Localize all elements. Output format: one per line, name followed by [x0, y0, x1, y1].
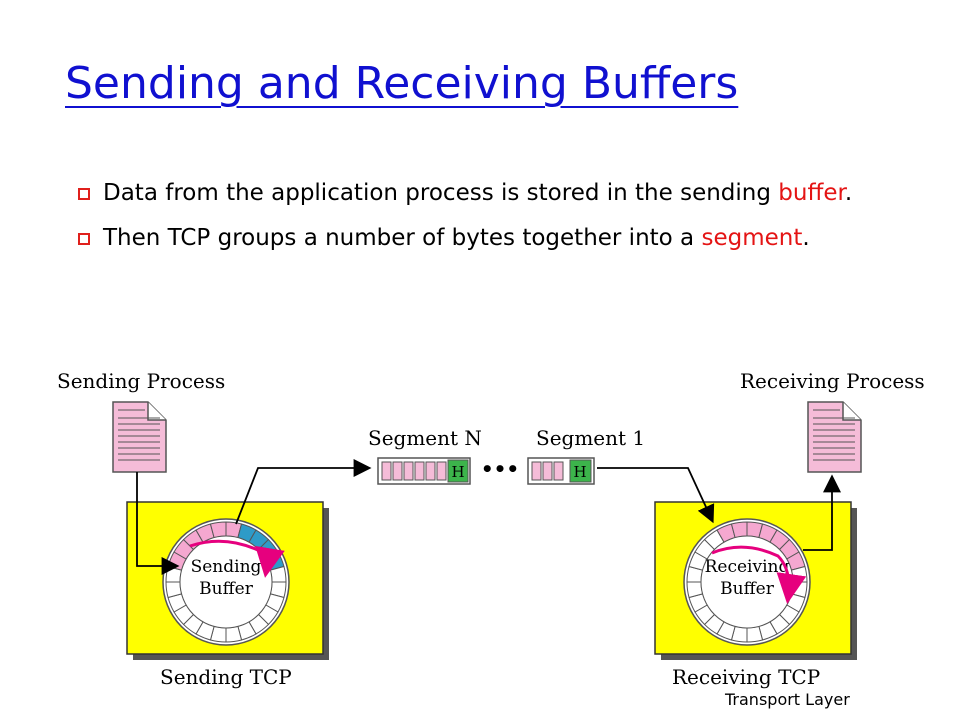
- arrow-buffer-to-process: [803, 474, 841, 551]
- segment-1-header: [569, 459, 592, 483]
- segment-n-header-label: H: [451, 463, 464, 481]
- bullet-item: Then TCP groups a number of bytes togeth…: [78, 220, 878, 257]
- sending-tcp-label: Sending TCP: [160, 665, 292, 689]
- receiving-buffer-label-1: Receiving: [705, 557, 790, 577]
- bullet-list: Data from the application process is sto…: [78, 175, 878, 265]
- receiving-process-label: Receiving Process: [740, 369, 925, 393]
- highlight-segment: segment: [701, 225, 803, 251]
- arrow-buffer-to-segment: [235, 459, 372, 525]
- sending-document-icon: [112, 401, 167, 473]
- segment-n-label: Segment N: [368, 426, 482, 450]
- receiving-ring-arrow: [711, 545, 807, 604]
- highlight-buffer: buffer: [778, 180, 845, 206]
- segment-ellipsis: •••: [481, 457, 519, 481]
- segment-1-label: Segment 1: [536, 426, 645, 450]
- segment-1-header-label: H: [573, 463, 586, 481]
- segment-1: H: [527, 457, 595, 485]
- arrow-process-to-buffer: [136, 472, 180, 575]
- segment-n-header: [447, 459, 469, 483]
- receiving-tcp-label: Receiving TCP: [672, 665, 820, 689]
- sending-ring-arrow: [189, 539, 285, 578]
- footer-text: Transport Layer: [725, 690, 850, 709]
- receiving-document-icon: [807, 401, 862, 473]
- bullet-item: Data from the application process is sto…: [78, 175, 878, 212]
- slide-title: Sending and Receiving Buffers: [65, 58, 739, 109]
- segment-n: H: [377, 457, 471, 485]
- square-bullet-icon: [78, 233, 90, 245]
- sending-process-label: Sending Process: [57, 369, 225, 393]
- sending-buffer-label-1: Sending: [191, 557, 262, 577]
- square-bullet-icon: [78, 188, 90, 200]
- arrow-segment-to-buffer: [597, 467, 715, 524]
- receiving-buffer-label-2: Buffer: [720, 579, 775, 599]
- sending-buffer-label-2: Buffer: [199, 579, 254, 599]
